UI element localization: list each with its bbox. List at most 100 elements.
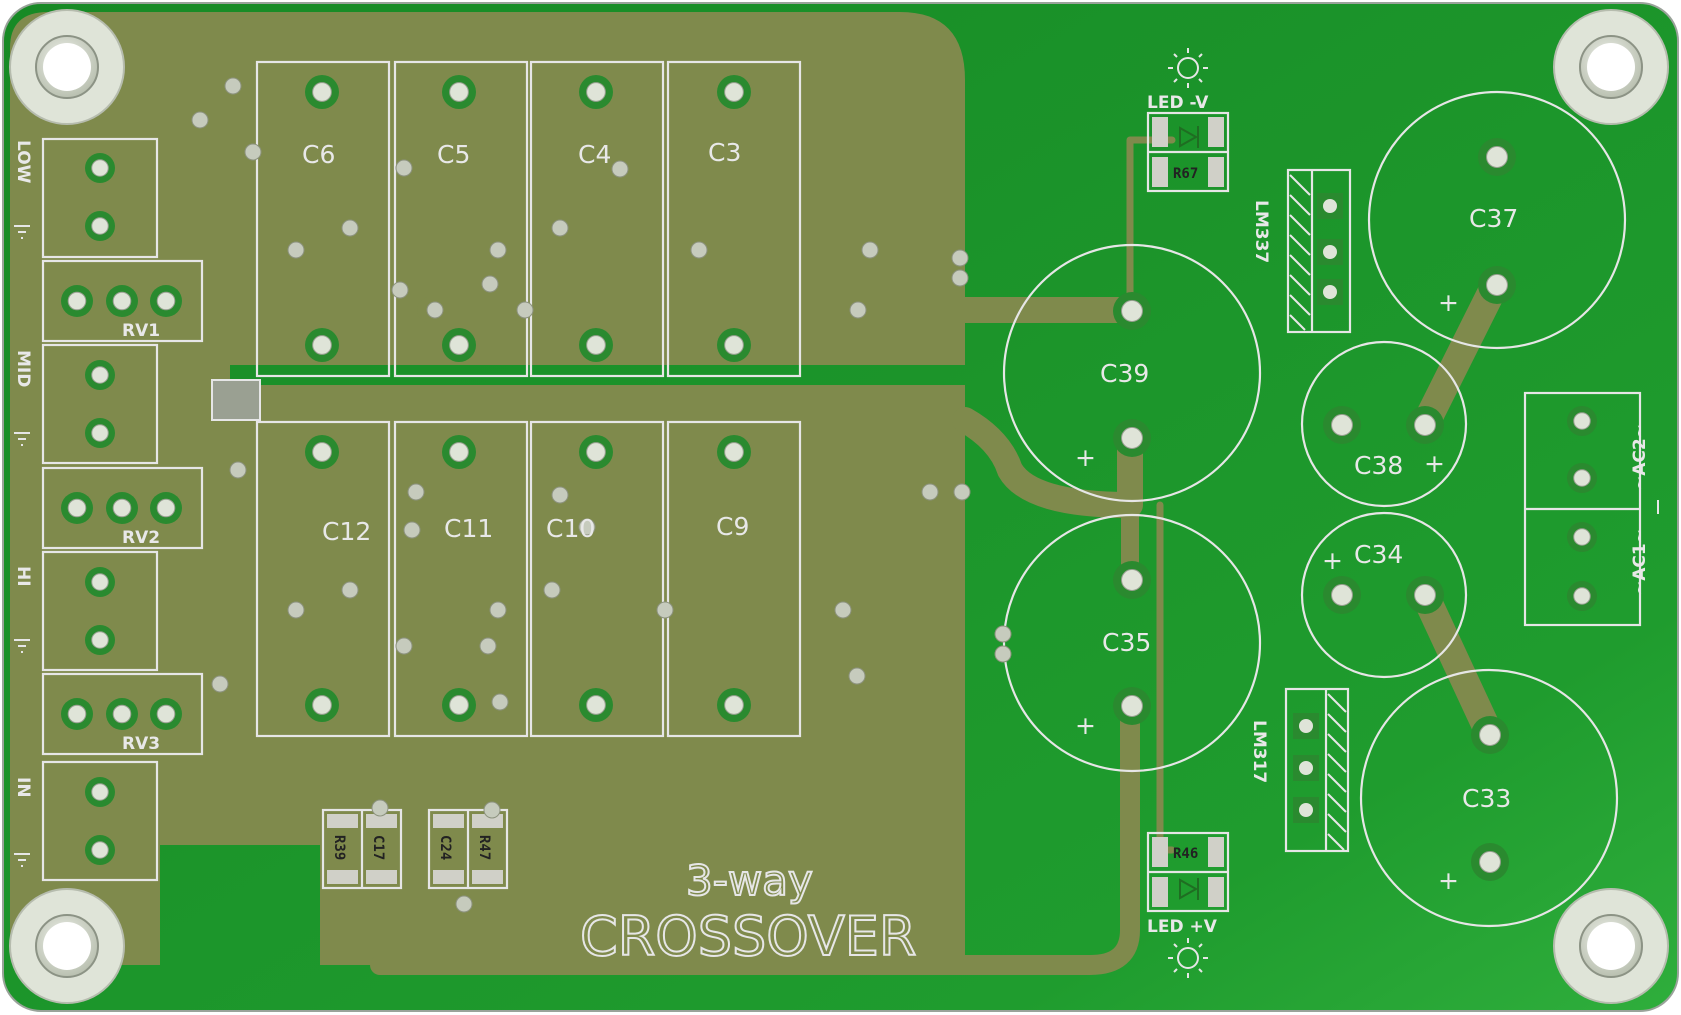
label-c38: C38 — [1354, 451, 1403, 480]
via — [834, 601, 852, 619]
via — [543, 581, 561, 599]
via — [849, 301, 867, 319]
terminal-pad — [1567, 463, 1597, 493]
via — [551, 486, 569, 504]
pot-pad — [61, 285, 93, 317]
via — [690, 241, 708, 259]
regulator-hole — [1323, 199, 1337, 213]
via — [224, 77, 242, 95]
film-cap-pad — [305, 75, 339, 109]
via — [994, 625, 1012, 643]
label-lm337: LM337 — [1251, 200, 1271, 263]
label-r47: R47 — [476, 835, 492, 860]
via — [491, 693, 509, 711]
terminal-pad — [85, 418, 115, 448]
electrolytic-pad — [1471, 843, 1509, 881]
via — [516, 301, 534, 319]
mount-hole-bottom-left — [9, 888, 125, 1004]
label-low: LOW — [13, 140, 33, 184]
label-c12: C12 — [322, 517, 371, 546]
label-led-bottom: LED +V — [1147, 917, 1218, 937]
film-cap-pad — [717, 688, 751, 722]
mount-hole-bottom-right — [1553, 888, 1669, 1004]
via — [287, 601, 305, 619]
plus-c33: + — [1438, 866, 1459, 895]
via — [848, 667, 866, 685]
film-cap-pad — [717, 75, 751, 109]
via — [481, 275, 499, 293]
via — [191, 111, 209, 129]
regulator-hole — [1323, 245, 1337, 259]
plus-c34: + — [1322, 546, 1343, 575]
electrolytic-pad — [1113, 687, 1151, 725]
plus-c35: + — [1075, 711, 1096, 740]
via — [861, 241, 879, 259]
film-cap-pad — [442, 688, 476, 722]
label-c39: C39 — [1100, 359, 1149, 388]
pot-pad — [61, 698, 93, 730]
via — [656, 601, 674, 619]
label-c5: C5 — [437, 140, 470, 169]
film-capacitors — [255, 60, 802, 738]
via — [611, 160, 629, 178]
terminal-pad — [85, 360, 115, 390]
via — [371, 799, 389, 817]
terminal-pad — [85, 211, 115, 241]
via — [403, 521, 421, 539]
film-cap-pad — [579, 328, 613, 362]
plus-c39: + — [1075, 443, 1096, 472]
via — [287, 241, 305, 259]
regulator-hole — [1299, 803, 1313, 817]
film-cap-pad — [579, 75, 613, 109]
electrolytic-pad — [1478, 266, 1516, 304]
led-sun-icon-top — [1168, 48, 1208, 88]
pot-pad — [150, 285, 182, 317]
label-r46: R46 — [1173, 846, 1198, 862]
mount-hole-top-left — [9, 9, 125, 125]
via — [407, 483, 425, 501]
electrolytic-pad — [1406, 406, 1444, 444]
electrolytic-pad — [1113, 292, 1151, 330]
pot-pad — [106, 285, 138, 317]
electrolytic-pad — [1478, 138, 1516, 176]
potentiometer-outlines — [41, 259, 204, 756]
label-c9: C9 — [716, 512, 749, 541]
board-title-line2: CROSSOVER — [580, 905, 916, 968]
film-cap-pad — [305, 688, 339, 722]
label-c17: C17 — [370, 835, 386, 860]
via — [951, 249, 969, 267]
via — [426, 301, 444, 319]
terminal-pad — [1567, 581, 1597, 611]
via — [395, 159, 413, 177]
via — [341, 581, 359, 599]
electrolytic-pad — [1113, 419, 1151, 457]
regulator-hole — [1299, 719, 1313, 733]
label-rv1: RV1 — [122, 321, 160, 341]
terminal-pad — [85, 153, 115, 183]
terminal-pad — [85, 777, 115, 807]
pot-pad — [106, 698, 138, 730]
via — [395, 637, 413, 655]
through-hole-pads — [61, 75, 1597, 913]
via — [483, 801, 501, 819]
film-cap-pad — [442, 75, 476, 109]
film-cap-pad — [442, 328, 476, 362]
electrolytic-pad — [1323, 576, 1361, 614]
via — [479, 637, 497, 655]
copper-pour-main — [10, 12, 965, 965]
label-in: IN — [13, 777, 33, 798]
terminal-pad — [85, 567, 115, 597]
via — [211, 675, 229, 693]
label-rv2: RV2 — [122, 528, 160, 548]
mounting-holes — [9, 9, 1669, 1004]
mount-hole-top-right — [1553, 9, 1669, 125]
via — [951, 269, 969, 287]
via — [229, 461, 247, 479]
via — [953, 483, 971, 501]
film-cap-pad — [579, 688, 613, 722]
film-cap-pad — [305, 435, 339, 469]
label-mid: MID — [13, 350, 33, 387]
pot-pad — [150, 698, 182, 730]
